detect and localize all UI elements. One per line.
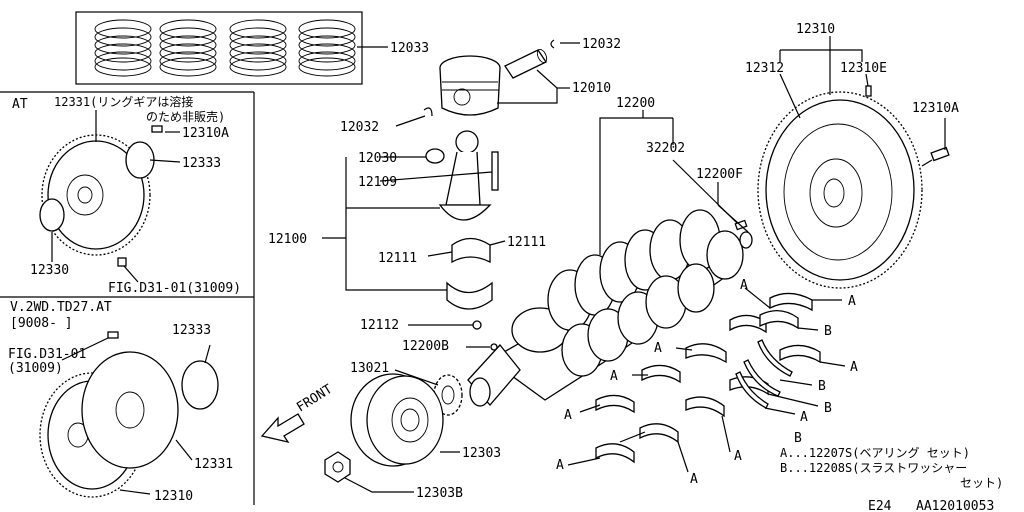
label-12010: 12010 [572, 81, 611, 96]
label-12111-left: 12111 [378, 251, 417, 266]
label-front: FRONT [294, 382, 335, 416]
label-at-12331: 12331(リングギアは溶接 [54, 94, 193, 109]
label-12303B: 12303B [416, 486, 463, 501]
label-12033: 12033 [390, 41, 429, 56]
marker-a-9: A [690, 472, 698, 487]
at-bolt-lower [117, 257, 127, 267]
flywheel-bolt [921, 146, 950, 167]
label-12200F: 12200F [696, 167, 743, 182]
pilot-bearing [739, 231, 753, 249]
marker-a-2: A [740, 278, 748, 293]
label-v-date: [9008- ] [10, 316, 73, 331]
rod-bearings [446, 237, 493, 330]
label-12111-right: 12111 [507, 235, 546, 250]
label-12030: 12030 [358, 151, 397, 166]
marker-a-3: A [850, 360, 858, 375]
label-12310A: 12310A [912, 101, 959, 116]
pulley-bolt [324, 451, 351, 483]
crank-key [490, 343, 498, 351]
label-v-12333: 12333 [172, 323, 211, 338]
legend-a: A...12207S(ベアリング セット) [780, 446, 970, 460]
label-at-title: AT [12, 97, 28, 112]
marker-a-10: A [556, 458, 564, 473]
page-code: E24 [868, 499, 892, 512]
flywheel [757, 91, 923, 289]
label-at-12333: 12333 [182, 156, 221, 171]
label-at-fig: FIG.D31-01(31009) [108, 281, 241, 296]
front-arrow [260, 413, 305, 444]
label-12200: 12200 [616, 96, 655, 111]
legend-b-cont: セット) [960, 476, 1003, 490]
at-reinforcement-plate [125, 141, 155, 179]
snap-ring-top [550, 39, 555, 49]
marker-b-2: B [818, 379, 826, 394]
legend-b: B...12208S(スラストワッシャー [780, 461, 967, 475]
marker-a-7: A [564, 408, 572, 423]
at-bolt [151, 125, 163, 133]
marker-a-8: A [734, 449, 742, 464]
label-12109: 12109 [358, 175, 397, 190]
marker-a-6: A [800, 410, 808, 425]
label-v-fig: FIG.D31-01 [8, 347, 86, 362]
label-12032-left: 12032 [340, 120, 379, 135]
rod-bushing [425, 148, 445, 164]
label-12100: 12100 [268, 232, 307, 247]
piston-ring-box [75, 11, 363, 85]
label-12032-top: 12032 [582, 37, 621, 52]
main-bearings [595, 292, 821, 464]
label-v-title: V.2WD.TD27.AT [10, 300, 112, 315]
label-12112: 12112 [360, 318, 399, 333]
label-v-12310: 12310 [154, 489, 193, 504]
dowel-pin [865, 85, 872, 97]
label-at-12330: 12330 [30, 263, 69, 278]
rod-nut [472, 320, 482, 330]
marker-b-4: B [794, 431, 802, 446]
label-32202: 32202 [646, 141, 685, 156]
crankshaft [467, 209, 744, 407]
connecting-rod [425, 130, 499, 221]
piston-pin [504, 48, 548, 79]
marker-b-1: B [824, 324, 832, 339]
label-at-12331-note: のため非販売) [146, 109, 225, 124]
v2wd-bolt [107, 331, 119, 339]
label-12303: 12303 [462, 446, 501, 461]
document-code: AA12010053 [916, 499, 994, 512]
label-at-12310A: 12310A [182, 126, 229, 141]
label-12310: 12310 [796, 22, 835, 37]
v2wd-drive-plate [39, 351, 179, 498]
label-13021: 13021 [350, 361, 389, 376]
at-drive-plate [41, 134, 151, 256]
marker-b-3: B [824, 401, 832, 416]
piston [439, 55, 501, 116]
thrust-washers [735, 339, 793, 409]
marker-a-4: A [654, 341, 662, 356]
v2wd-plate [181, 360, 219, 410]
marker-a-1: A [848, 294, 856, 309]
label-12312: 12312 [745, 61, 784, 76]
snap-ring-left [423, 107, 433, 117]
label-12200B: 12200B [402, 339, 449, 354]
piston-ring-set [94, 19, 356, 77]
label-v-12331: 12331 [194, 457, 233, 472]
label-v-fig2: (31009) [8, 361, 63, 376]
marker-a-5: A [610, 369, 618, 384]
crank-pulley [350, 373, 444, 467]
at-spacer-plate [39, 198, 65, 232]
label-12310E: 12310E [840, 61, 887, 76]
